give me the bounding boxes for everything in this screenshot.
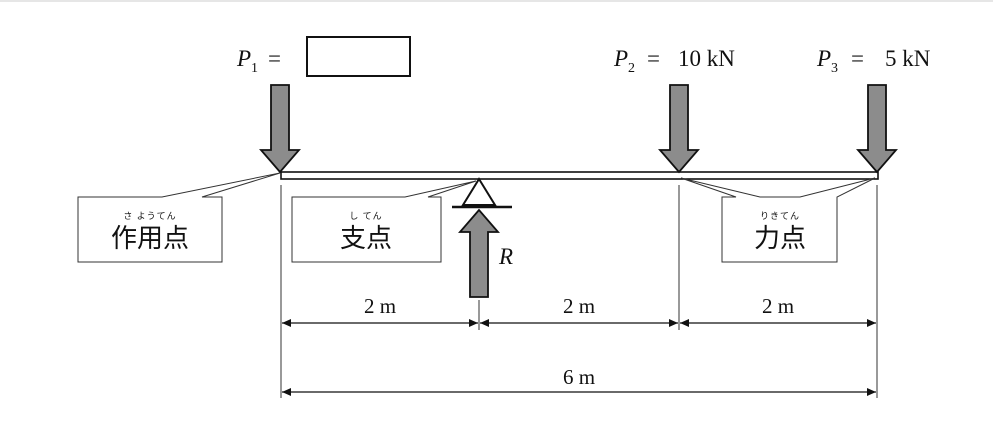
p2-symbol: P [613,46,628,71]
p3-equals: = [851,46,864,71]
load-arrow-p1 [259,84,301,174]
p3-value: 5 kN [885,46,931,71]
p2-equals: = [647,46,660,71]
load-p1-label: P 1 = [236,46,281,76]
p2-subscript: 2 [628,61,635,76]
dimension-label-seg3: 2 m [762,294,794,318]
fulcrum-furigana: し てん [349,211,382,221]
reaction-label: R [498,244,513,269]
p3-subscript: 3 [831,61,838,76]
load-point-furigana: りきてん [760,211,800,221]
load-arrow-p3 [856,84,898,174]
callout-effort-point [77,172,281,263]
top-border [0,0,993,2]
p3-symbol: P [816,46,831,71]
dimension-label-seg2: 2 m [563,294,595,318]
dimension-label-seg1: 2 m [364,294,396,318]
p1-subscript: 1 [251,61,258,76]
p1-answer-box[interactable] [306,36,411,77]
p1-equals: = [268,46,281,71]
reaction-arrow [458,208,500,298]
load-arrow-p2 [658,84,700,174]
load-p3-label: P 3 = 5 kN [816,46,931,76]
fulcrum-label: 支点 [340,224,392,253]
dimension-label-total: 6 m [563,365,595,389]
beam [280,171,879,180]
effort-point-furigana: さ ようてん [123,211,176,221]
fulcrum-triangle [461,177,497,206]
load-point-label: 力点 [754,224,806,253]
p1-symbol: P [236,46,251,71]
callout-fulcrum [291,180,477,263]
effort-point-label: 作用点 [111,224,189,253]
load-p2-label: P 2 = 10 kN [613,46,735,76]
p2-value: 10 kN [678,46,735,71]
callout-load-point [680,177,876,263]
